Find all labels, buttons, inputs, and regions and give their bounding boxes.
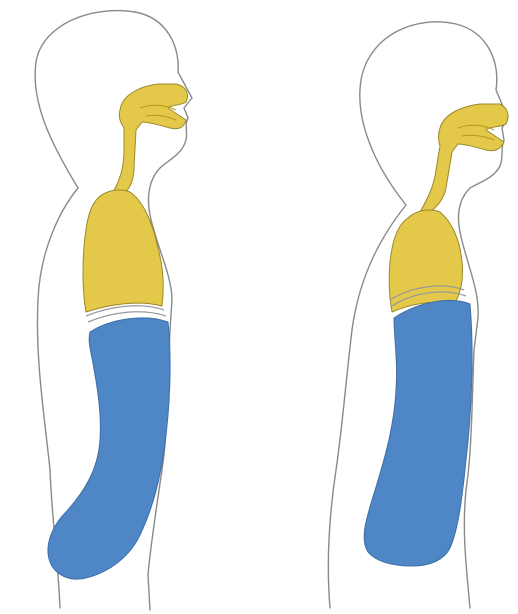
figure-left [35, 11, 192, 610]
figure-right [328, 22, 508, 608]
lungs-left [83, 190, 163, 312]
airway-left [112, 84, 188, 194]
lungs-right [389, 210, 462, 312]
abdomen-right [364, 300, 472, 566]
